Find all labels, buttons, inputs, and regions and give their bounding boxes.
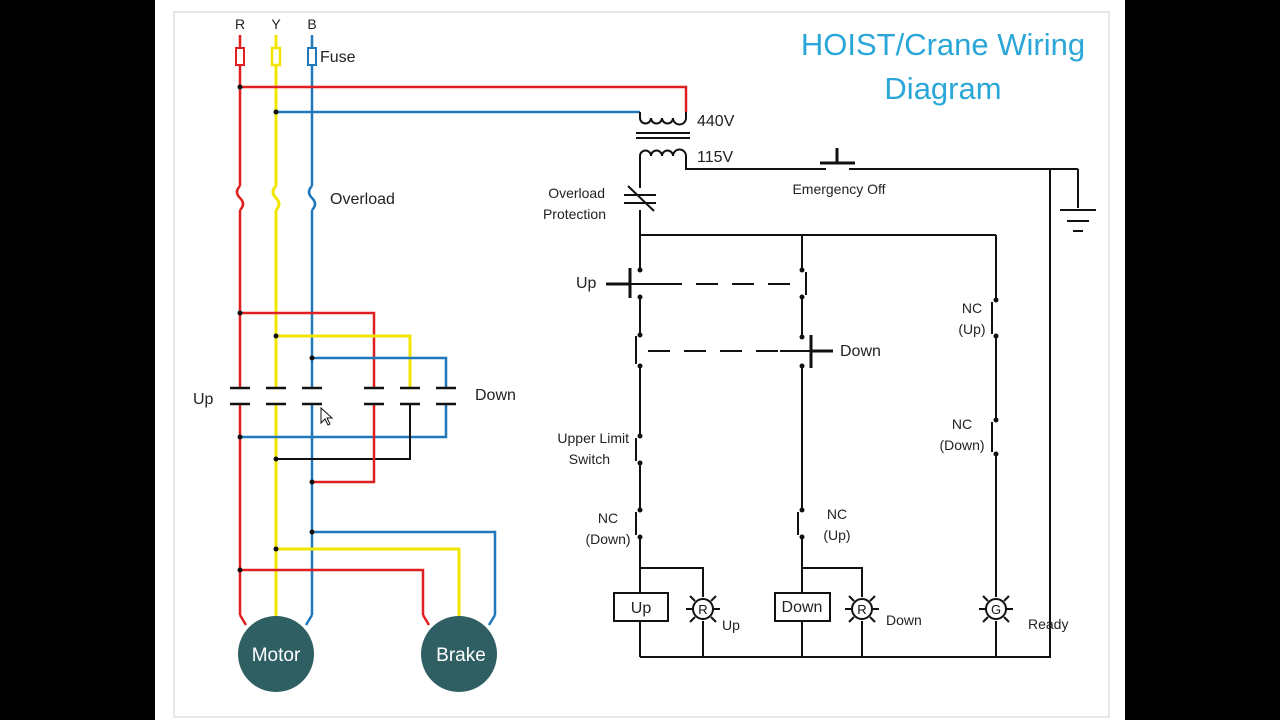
ready-indicator-lamp — [979, 593, 1013, 626]
up-indicator-lamp — [686, 593, 720, 626]
up-coil-label: Up — [631, 600, 652, 617]
down-coil — [774, 592, 831, 622]
brake-label: Brake — [436, 645, 486, 666]
transformer — [636, 112, 690, 162]
wiring-diagram: HOIST/Crane Wiring Diagram R Y B Fuse Ov… — [173, 11, 1110, 718]
overload-label: Overload — [330, 191, 395, 208]
down-lamp-label: Down — [886, 612, 922, 628]
nc-up-label-2: (Up) — [823, 527, 850, 543]
diagram-title-line2: Diagram — [884, 71, 1001, 106]
nc-down-label-1: NC — [598, 510, 618, 526]
down-contactor-label: Down — [475, 387, 516, 404]
overload-protection-label-2: Protection — [543, 206, 606, 222]
emergency-off-label: Emergency Off — [792, 181, 885, 197]
down-indicator-lamp — [845, 593, 879, 626]
phase-b-label: B — [307, 16, 316, 32]
diagram-canvas: HOIST/Crane Wiring Diagram R Y B Fuse Ov… — [155, 0, 1125, 720]
up-coil — [613, 592, 669, 622]
fuse-r — [235, 47, 245, 66]
contactor-contacts — [230, 386, 456, 406]
upper-limit-label-2: Switch — [569, 451, 610, 467]
mouse-cursor-icon — [320, 406, 334, 426]
motor-label: Motor — [252, 645, 301, 666]
brake-circle — [421, 616, 497, 692]
nc-up-label-1: NC — [827, 506, 847, 522]
emergency-off-button — [820, 148, 855, 165]
upper-limit-label-1: Upper Limit — [557, 430, 629, 446]
nc-down-label-2: (Down) — [585, 531, 630, 547]
down-button-label: Down — [840, 343, 881, 360]
overload-elements — [235, 184, 317, 212]
ready-nc-up-label-2: (Up) — [958, 321, 985, 337]
diagram-title-line1: HOIST/Crane Wiring — [801, 27, 1085, 62]
secondary-voltage-label: 115V — [697, 149, 734, 166]
up-lamp-letter: R — [698, 602, 707, 617]
ready-nc-down-label-1: NC — [952, 416, 972, 432]
fuse-label: Fuse — [320, 49, 356, 66]
diagram-frame — [173, 11, 1110, 718]
down-coil-label: Down — [782, 599, 823, 616]
fuse-y — [270, 46, 282, 67]
ready-lamp-letter: G — [991, 602, 1001, 617]
motor-circle — [238, 616, 314, 692]
ground-icon — [1060, 209, 1096, 232]
ready-nc-up-label-1: NC — [962, 300, 982, 316]
overload-protection-label-1: Overload — [548, 185, 605, 201]
phase-y-label: Y — [271, 16, 281, 32]
fuse-b — [307, 47, 317, 66]
ready-nc-down-label-2: (Down) — [939, 437, 984, 453]
up-button-label: Up — [576, 275, 597, 292]
primary-voltage-label: 440V — [697, 113, 735, 130]
overload-protection-contact — [624, 185, 656, 212]
phase-r-label: R — [235, 16, 245, 32]
ready-lamp-label: Ready — [1028, 616, 1068, 632]
up-lamp-label: Up — [722, 617, 740, 633]
up-contactor-label: Up — [193, 391, 214, 408]
down-lamp-letter: R — [857, 602, 866, 617]
